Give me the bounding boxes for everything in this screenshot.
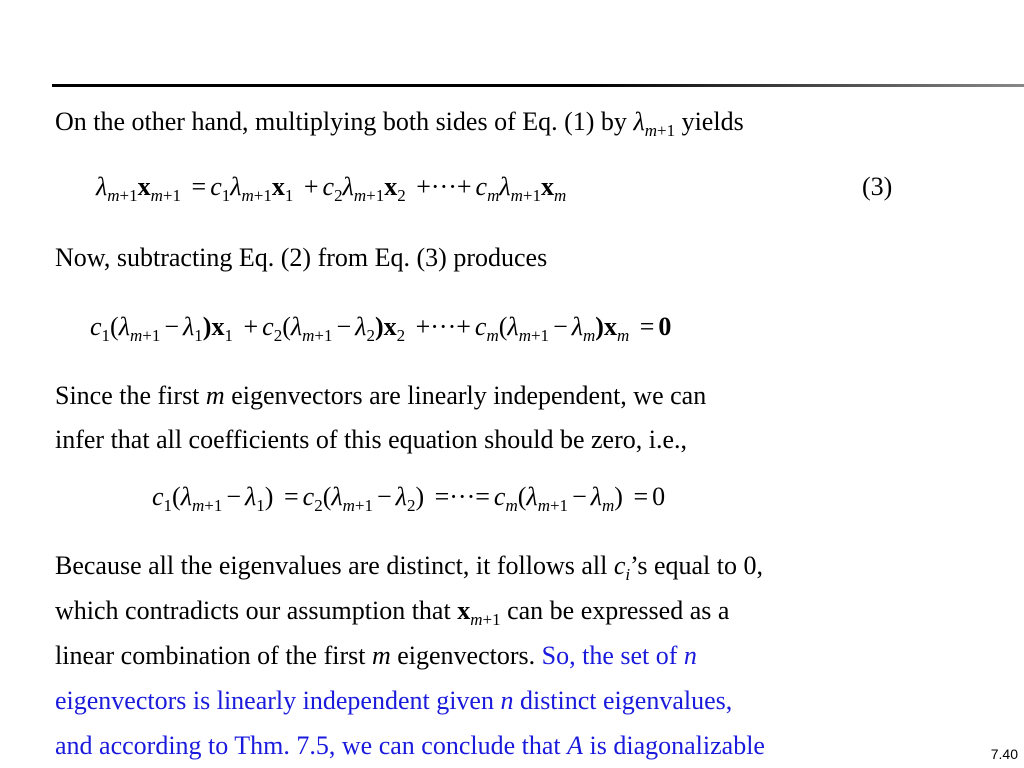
paragraph-conclusion-line2: which contradicts our assumption that xm… <box>55 596 730 629</box>
paragraph-conclusion-line3: linear combination of the first m eigenv… <box>55 641 697 670</box>
page-number: 7.40 <box>990 746 1018 762</box>
paragraph-multiply: On the other hand, multiplying both side… <box>55 107 744 140</box>
equation-3-label: (3) <box>862 172 893 201</box>
lambda-m1: λm+1 <box>633 107 676 140</box>
title-rule <box>52 84 1024 87</box>
equation-3: λm+1xm+1 =c1λm+1x1 +c2λm+1x2 +···+cmλm+1… <box>96 172 567 205</box>
equation-subtracted: c1(λm+1−λ1)x1 +c2(λm+1−λ2)x2 +···+cm(λm+… <box>90 312 672 345</box>
equation-coefficients-zero: c1(λm+1−λ1) =c2(λm+1−λ2) =···=cm(λm+1−λm… <box>152 482 666 515</box>
paragraph-conclusion-line4: eigenvectors is linearly independent giv… <box>55 686 733 715</box>
paragraph-independent: Since the first m eigenvectors are linea… <box>55 381 707 410</box>
paragraph-independent-line2: infer that all coefficients of this equa… <box>55 425 687 454</box>
paragraph-conclusion-line1: Because all the eigenvalues are distinct… <box>55 551 763 584</box>
paragraph-conclusion-line5: and according to Thm. 7.5, we can conclu… <box>55 731 765 760</box>
paragraph-subtracting: Now, subtracting Eq. (2) from Eq. (3) pr… <box>55 243 548 272</box>
